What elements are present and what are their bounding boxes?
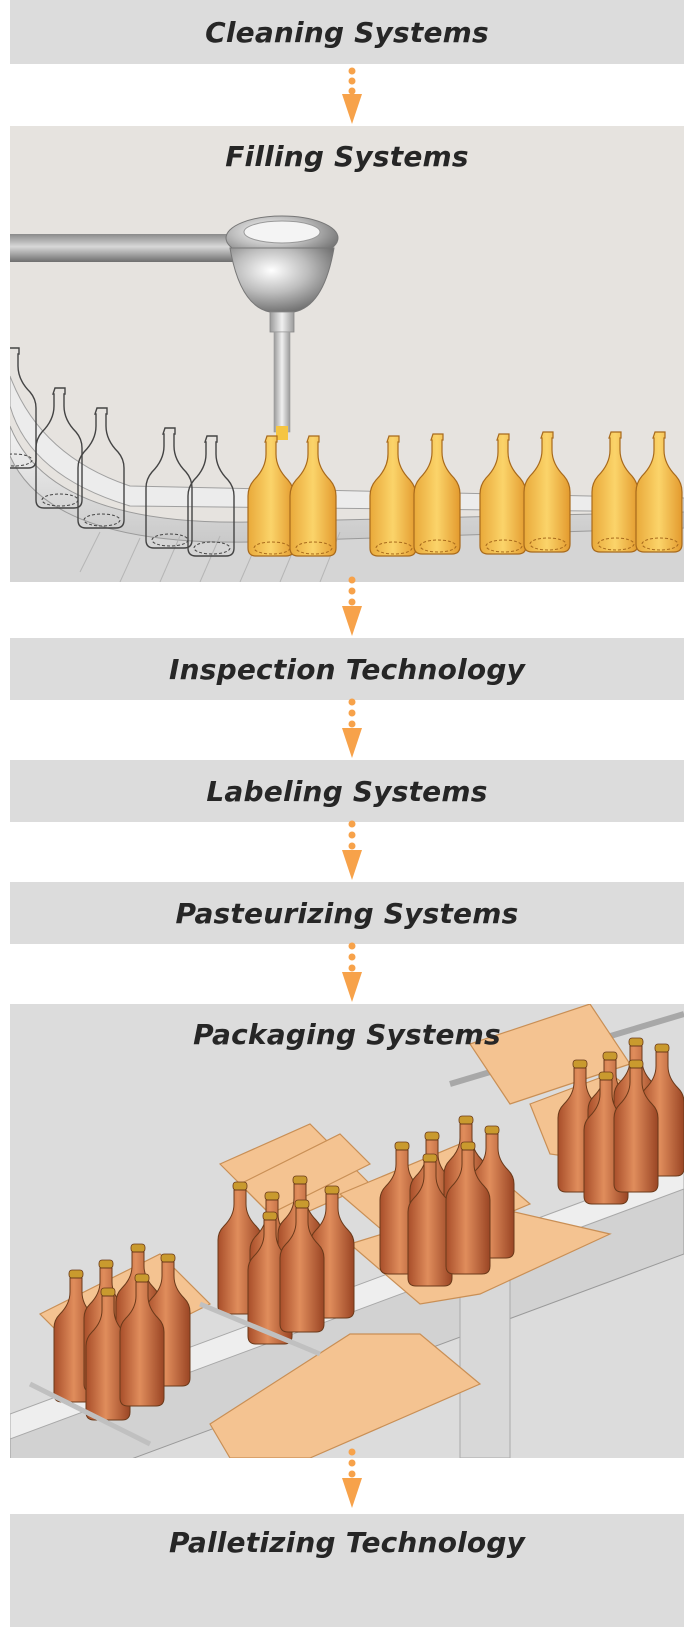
stage-palletizing: Palletizing Technology [10,1514,684,1627]
stage-title-labeling: Labeling Systems [206,774,488,808]
flow-arrow-icon [333,66,371,126]
stage-pasteurizing: Pasteurizing Systems [10,882,684,944]
stage-title-palletizing: Palletizing Technology [168,1526,526,1559]
flow-arrow-icon [333,574,371,638]
stage-title-inspection: Inspection Technology [168,652,526,686]
flow-arrow-icon [333,1446,371,1512]
stage-cleaning: Cleaning Systems [10,0,684,64]
stage-packaging-panel: Packaging Systems [10,1004,684,1458]
stage-inspection: Inspection Technology [10,638,684,700]
flow-arrow-icon [333,694,371,760]
stage-title-packaging: Packaging Systems [193,1018,501,1051]
packaging-illustration [10,1004,684,1458]
flow-arrow-icon [333,816,371,882]
filling-illustration [10,215,684,582]
stage-title-pasteurizing: Pasteurizing Systems [175,896,519,930]
stage-title-filling: Filling Systems [225,140,469,173]
flow-arrow-icon [333,938,371,1004]
stage-title-cleaning: Cleaning Systems [205,15,489,49]
stage-labeling: Labeling Systems [10,760,684,822]
stage-filling-panel: Filling Systems [10,126,684,582]
